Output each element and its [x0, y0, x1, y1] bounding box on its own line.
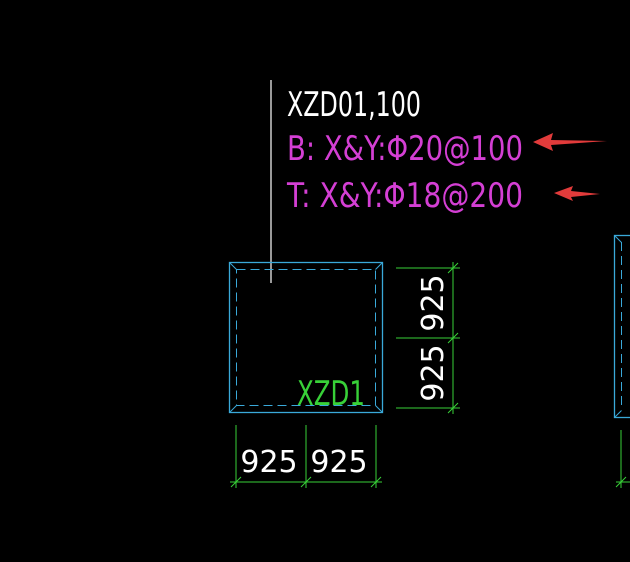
- footing-plan: XZD1: [228, 261, 384, 414]
- bottom-dimension: [230, 425, 382, 488]
- dim-right-bottom: 925: [416, 344, 451, 401]
- right-dimension: [396, 262, 460, 414]
- footing-label-title: XZD01,100: [287, 85, 421, 125]
- dim-bottom-right: 925: [310, 445, 367, 480]
- footing-outer-outline: [228, 261, 384, 414]
- footing-inner-outline: [236, 269, 376, 406]
- top-rebar-text: T: X&Y:Φ18@200: [286, 176, 523, 216]
- footing-corner-line: [229, 262, 237, 270]
- footing-corner-line: [375, 405, 383, 413]
- left-arrow-icon: [554, 186, 600, 201]
- dim-right-top: 925: [416, 274, 451, 331]
- footing-corner-line: [229, 405, 237, 413]
- left-arrow-icon: [533, 133, 607, 151]
- adjacent-footing-partial: [613, 234, 630, 488]
- bottom-rebar-text: B: X&Y:Φ20@100: [287, 129, 523, 169]
- dim-bottom-left: 925: [240, 445, 297, 480]
- footing-corner-line: [375, 262, 383, 270]
- footing-tag: XZD1: [297, 374, 365, 414]
